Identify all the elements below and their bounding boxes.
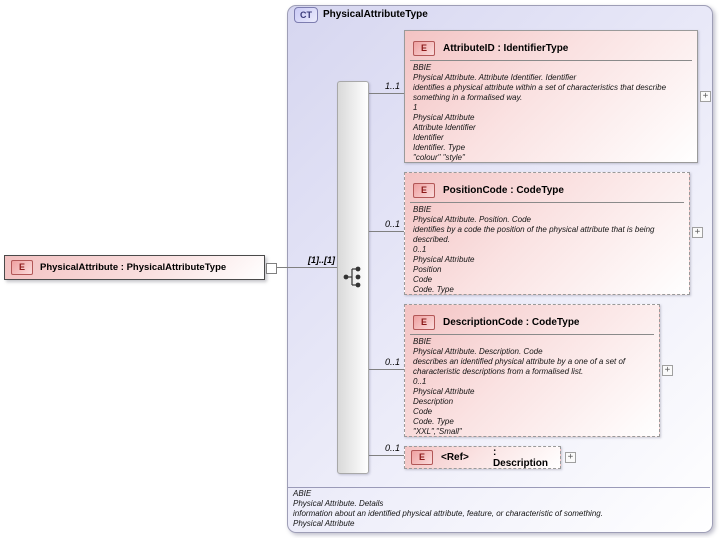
- child-element-ref[interactable]: E <Ref> : Description: [404, 446, 561, 469]
- ct-badge-icon: CT: [294, 7, 318, 23]
- element-title: DescriptionCode : CodeType: [443, 316, 580, 328]
- footer-divider: [288, 487, 710, 488]
- cardinality-label: 1..1: [384, 81, 400, 91]
- connector-line: [276, 267, 338, 268]
- complex-type-title: PhysicalAttributeType: [323, 9, 428, 20]
- header-divider: [410, 334, 654, 335]
- element-badge-icon: E: [411, 450, 433, 465]
- connector-line: [367, 455, 404, 456]
- element-doc: BBIE Physical Attribute. Attribute Ident…: [413, 63, 667, 162]
- expand-icon[interactable]: +: [700, 91, 711, 102]
- element-badge-icon: E: [413, 40, 435, 56]
- element-header: E <Ref> : Description: [405, 447, 560, 469]
- cardinality-label: 0..1: [384, 219, 400, 229]
- element-badge-icon: E: [413, 182, 435, 198]
- element-header: E DescriptionCode : CodeType: [405, 305, 659, 334]
- header-divider: [410, 202, 684, 203]
- element-header: E PositionCode : CodeType: [405, 173, 689, 202]
- element-title: AttributeID : IdentifierType: [443, 42, 569, 54]
- cardinality-label: 0..1: [384, 357, 400, 367]
- root-element-box[interactable]: E PhysicalAttribute : PhysicalAttributeT…: [4, 255, 265, 280]
- complex-type-doc: ABIE Physical Attribute. Details informa…: [293, 489, 603, 528]
- element-title: <Ref>: [441, 452, 469, 463]
- sequence-icon: [343, 266, 361, 288]
- connector-line: [367, 369, 404, 370]
- cardinality-label: 0..1: [384, 443, 400, 453]
- sequence-compositor[interactable]: [337, 81, 369, 474]
- occurrence-label: [1]..[1]: [308, 255, 335, 265]
- element-doc: BBIE Physical Attribute. Position. Code …: [413, 205, 655, 294]
- expand-icon[interactable]: +: [565, 452, 576, 463]
- root-element-label: PhysicalAttribute : PhysicalAttributeTyp…: [40, 262, 227, 273]
- element-badge-icon: E: [413, 314, 435, 330]
- child-element-attributeid[interactable]: E AttributeID : IdentifierType BBIE Phys…: [404, 30, 698, 163]
- element-header: E AttributeID : IdentifierType: [405, 31, 697, 60]
- element-type-label: : Description: [492, 446, 548, 469]
- element-doc: BBIE Physical Attribute. Description. Co…: [413, 337, 626, 436]
- expand-icon[interactable]: +: [692, 227, 703, 238]
- connector-handle[interactable]: [266, 263, 277, 274]
- header-divider: [410, 60, 692, 61]
- element-title: PositionCode : CodeType: [443, 184, 564, 196]
- connector-line: [367, 231, 404, 232]
- expand-icon[interactable]: +: [662, 365, 673, 376]
- element-badge-icon: E: [11, 260, 33, 275]
- child-element-positioncode[interactable]: E PositionCode : CodeType BBIE Physical …: [404, 172, 690, 295]
- child-element-descriptioncode[interactable]: E DescriptionCode : CodeType BBIE Physic…: [404, 304, 660, 437]
- connector-line: [367, 93, 404, 94]
